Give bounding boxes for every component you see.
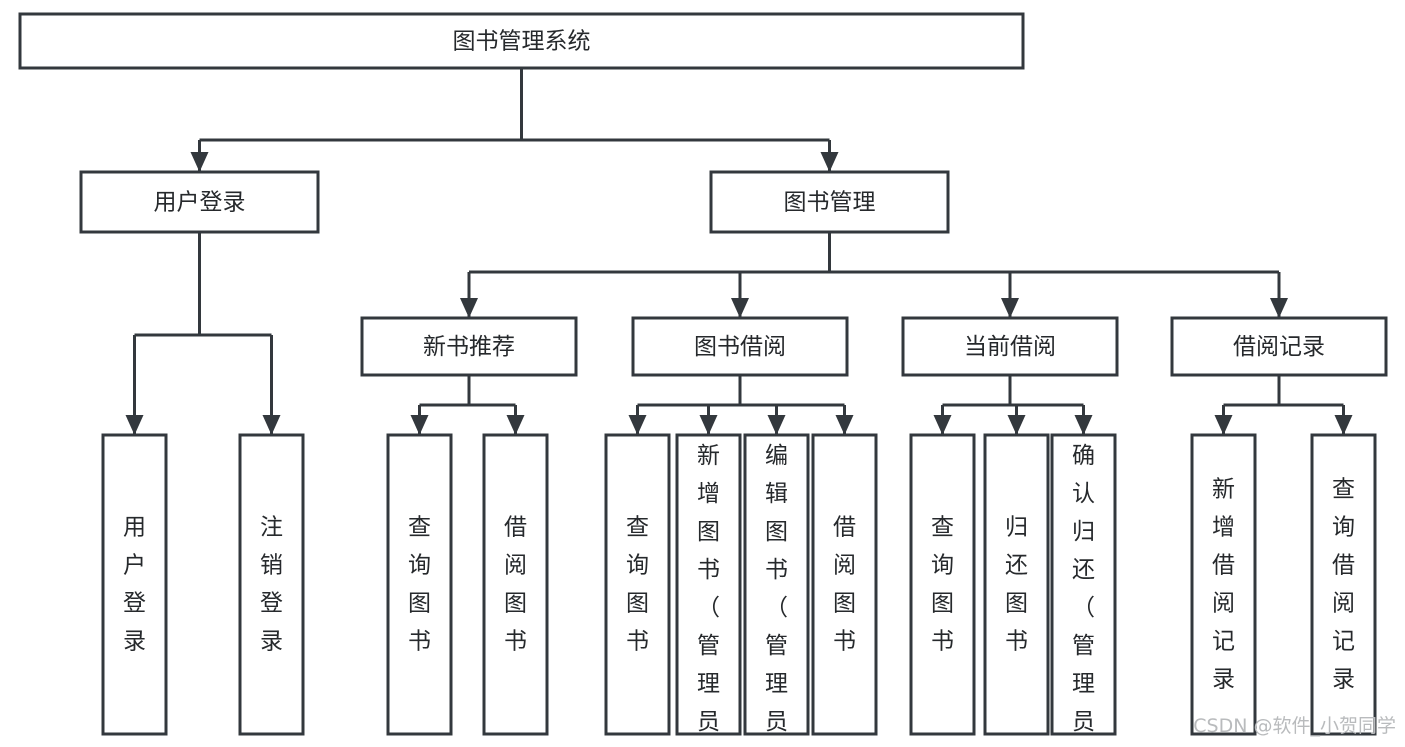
- node-box-leaf-query-book-borrow[interactable]: [604, 433, 671, 736]
- node-box-book-management[interactable]: [709, 170, 950, 234]
- arrow-head-icon: [699, 415, 718, 435]
- arrow-head-icon: [1334, 415, 1353, 435]
- node-leaf-user-logout[interactable]: 注销登录: [238, 433, 305, 736]
- arrow-head-icon: [190, 152, 209, 172]
- node-leaf-query-book-current[interactable]: 查询图书: [909, 433, 976, 736]
- node-label-leaf-query-book-borrow: 查询图书: [626, 515, 649, 655]
- node-label-leaf-add-book: 新增图书（管理员）: [697, 443, 720, 747]
- arrow-head-icon: [1001, 298, 1019, 318]
- node-label-root: 图书管理系统: [453, 29, 591, 55]
- node-box-leaf-query-book-recommend[interactable]: [386, 433, 453, 736]
- arrow-head-icon: [820, 152, 839, 172]
- node-user-login[interactable]: 用户登录: [79, 170, 320, 234]
- node-leaf-query-borrow-record[interactable]: 查询借阅记录: [1310, 433, 1377, 736]
- node-label-book-management: 图书管理: [784, 190, 876, 216]
- node-box-leaf-confirm-return[interactable]: [1050, 433, 1117, 736]
- node-root[interactable]: 图书管理系统: [18, 12, 1025, 70]
- node-box-leaf-borrow-book-recommend[interactable]: [482, 433, 549, 736]
- arrow-head-icon: [125, 415, 144, 435]
- node-leaf-borrow-book-recommend[interactable]: 借阅图书: [482, 433, 549, 736]
- node-leaf-user-login[interactable]: 用户登录: [101, 433, 168, 736]
- arrow-head-icon: [933, 415, 952, 435]
- node-book-borrow[interactable]: 图书借阅: [631, 316, 849, 377]
- connector-layer: [125, 68, 1353, 435]
- node-box-leaf-return-book[interactable]: [983, 433, 1050, 736]
- arrow-head-icon: [628, 415, 647, 435]
- node-leaf-add-borrow-record[interactable]: 新增借阅记录: [1190, 433, 1257, 736]
- node-current-borrow[interactable]: 当前借阅: [901, 316, 1119, 377]
- node-leaf-query-book-borrow[interactable]: 查询图书: [604, 433, 671, 736]
- edge-root-bus: [190, 68, 839, 172]
- node-box-leaf-query-borrow-record[interactable]: [1310, 433, 1377, 736]
- node-layer: 图书管理系统用户登录图书管理新书推荐图书借阅当前借阅借阅记录用户登录注销登录查询…: [18, 12, 1388, 747]
- node-book-management[interactable]: 图书管理: [709, 170, 950, 234]
- arrow-head-icon: [1214, 415, 1233, 435]
- node-label-leaf-add-borrow-record: 新增借阅记录: [1212, 477, 1235, 693]
- node-label-leaf-confirm-return: 确认归还（管理员）: [1072, 443, 1095, 747]
- node-box-user-login[interactable]: [79, 170, 320, 234]
- arrow-head-icon: [1007, 415, 1026, 435]
- edge-current-bus: [933, 375, 1093, 435]
- node-box-leaf-user-login[interactable]: [101, 433, 168, 736]
- arrow-head-icon: [410, 415, 429, 435]
- node-label-book-borrow: 图书借阅: [694, 334, 786, 360]
- node-box-new-book-recommend[interactable]: [360, 316, 578, 377]
- node-label-new-book-recommend: 新书推荐: [423, 334, 515, 360]
- node-label-leaf-user-login: 用户登录: [123, 515, 146, 655]
- node-box-leaf-user-logout[interactable]: [238, 433, 305, 736]
- edge-bookmgmt-bus: [460, 232, 1288, 318]
- edge-records-bus: [1214, 375, 1353, 435]
- arrow-head-icon: [1074, 415, 1093, 435]
- arrow-head-icon: [262, 415, 281, 435]
- arrow-head-icon: [731, 298, 749, 318]
- arrow-head-icon: [506, 415, 525, 435]
- edge-recommend-bus: [410, 375, 525, 435]
- node-box-root[interactable]: [18, 12, 1025, 70]
- node-label-leaf-query-borrow-record: 查询借阅记录: [1332, 477, 1355, 693]
- node-leaf-confirm-return[interactable]: 确认归还（管理员）: [1050, 433, 1117, 747]
- node-leaf-edit-book[interactable]: 编辑图书（管理员）: [743, 433, 810, 747]
- csdn-watermark: CSDN @软件_小贺同学: [1193, 715, 1396, 737]
- node-label-leaf-return-book: 归还图书: [1005, 515, 1028, 655]
- node-label-leaf-query-book-current: 查询图书: [931, 515, 954, 655]
- node-box-borrow-records[interactable]: [1170, 316, 1388, 377]
- arrow-head-icon: [835, 415, 854, 435]
- node-box-current-borrow[interactable]: [901, 316, 1119, 377]
- node-label-leaf-borrow-book-recommend: 借阅图书: [504, 515, 527, 655]
- node-label-leaf-edit-book: 编辑图书（管理员）: [765, 443, 788, 747]
- node-box-leaf-borrow-book[interactable]: [811, 433, 878, 736]
- node-new-book-recommend[interactable]: 新书推荐: [360, 316, 578, 377]
- arrow-head-icon: [1270, 298, 1288, 318]
- edge-borrow-bus: [628, 375, 854, 435]
- node-box-leaf-query-book-current[interactable]: [909, 433, 976, 736]
- node-label-current-borrow: 当前借阅: [964, 334, 1056, 360]
- node-label-user-login: 用户登录: [154, 190, 246, 216]
- node-box-leaf-edit-book[interactable]: [743, 433, 810, 736]
- node-box-leaf-add-borrow-record[interactable]: [1190, 433, 1257, 736]
- node-leaf-query-book-recommend[interactable]: 查询图书: [386, 433, 453, 736]
- node-leaf-add-book[interactable]: 新增图书（管理员）: [675, 433, 742, 747]
- edge-userlogin-bus: [125, 232, 281, 435]
- node-label-leaf-query-book-recommend: 查询图书: [408, 515, 431, 655]
- node-box-book-borrow[interactable]: [631, 316, 849, 377]
- node-label-leaf-user-logout: 注销登录: [260, 515, 283, 655]
- node-label-borrow-records: 借阅记录: [1233, 334, 1325, 360]
- node-label-leaf-borrow-book: 借阅图书: [833, 515, 856, 655]
- node-box-leaf-add-book[interactable]: [675, 433, 742, 736]
- arrow-head-icon: [767, 415, 786, 435]
- node-leaf-borrow-book[interactable]: 借阅图书: [811, 433, 878, 736]
- node-borrow-records[interactable]: 借阅记录: [1170, 316, 1388, 377]
- arrow-head-icon: [460, 298, 478, 318]
- node-leaf-return-book[interactable]: 归还图书: [983, 433, 1050, 736]
